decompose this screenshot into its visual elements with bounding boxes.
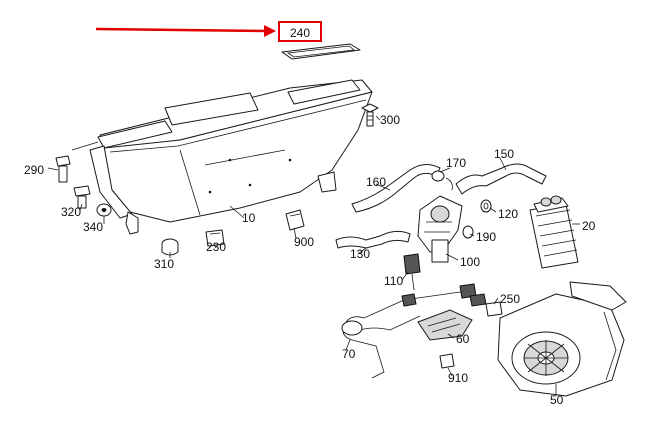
callout-230[interactable]: 230: [206, 240, 226, 254]
part-230-clip[interactable]: [205, 229, 225, 247]
part-150-hose[interactable]: [455, 163, 547, 195]
callout-60[interactable]: 60: [456, 332, 470, 346]
callout-910[interactable]: 910: [448, 371, 468, 385]
callout-120[interactable]: 120: [498, 207, 518, 221]
highlight-box: [278, 21, 322, 42]
highlight-arrow: [95, 25, 276, 37]
callout-300[interactable]: 300: [380, 113, 400, 127]
part-290-bolt[interactable]: [55, 155, 71, 183]
part-910-clip[interactable]: [439, 353, 455, 369]
callout-labels: 240 300 290 170 150 160 320 340 10 120 2…: [24, 26, 596, 407]
part-240-gasket[interactable]: [281, 43, 361, 60]
part-300-screw[interactable]: [361, 103, 379, 127]
part-130-hose[interactable]: [335, 230, 411, 249]
callout-340[interactable]: 340: [83, 220, 103, 234]
callout-150[interactable]: 150: [494, 147, 514, 161]
part-100-valve[interactable]: [417, 195, 463, 263]
part-110-sensor[interactable]: [403, 253, 421, 291]
part-20-heater-core[interactable]: [529, 195, 579, 269]
part-340-washer[interactable]: [96, 203, 112, 217]
part-170-clamp[interactable]: [431, 170, 453, 191]
part-320-screw[interactable]: [73, 185, 91, 209]
part-120-clamp[interactable]: [480, 199, 492, 213]
callout-160[interactable]: 160: [366, 175, 386, 189]
part-60-module[interactable]: [417, 309, 473, 341]
callout-250[interactable]: 250: [500, 292, 520, 306]
callout-110[interactable]: 110: [384, 274, 403, 288]
leader-lines: [47, 115, 580, 396]
callout-900[interactable]: 900: [294, 235, 314, 249]
callout-190[interactable]: 190: [476, 230, 496, 244]
part-190-seal[interactable]: [462, 225, 474, 239]
callout-70[interactable]: 70: [342, 347, 356, 361]
callout-20[interactable]: 20: [582, 219, 596, 233]
callout-240[interactable]: 240: [290, 26, 310, 40]
part-900-bracket[interactable]: [285, 209, 305, 231]
callout-310[interactable]: 310: [154, 257, 174, 271]
callout-50[interactable]: 50: [550, 393, 564, 407]
callout-100[interactable]: 100: [460, 255, 480, 269]
part-50-blower[interactable]: [497, 281, 627, 397]
callout-290[interactable]: 290: [24, 163, 44, 177]
part-70-wiring[interactable]: [341, 283, 487, 379]
callout-130[interactable]: 130: [350, 247, 370, 261]
callout-320[interactable]: 320: [61, 205, 81, 219]
callout-10[interactable]: 10: [242, 211, 256, 225]
part-310-grommet[interactable]: [161, 238, 179, 256]
part-10-housing[interactable]: [89, 79, 373, 235]
callout-170[interactable]: 170: [446, 156, 466, 170]
